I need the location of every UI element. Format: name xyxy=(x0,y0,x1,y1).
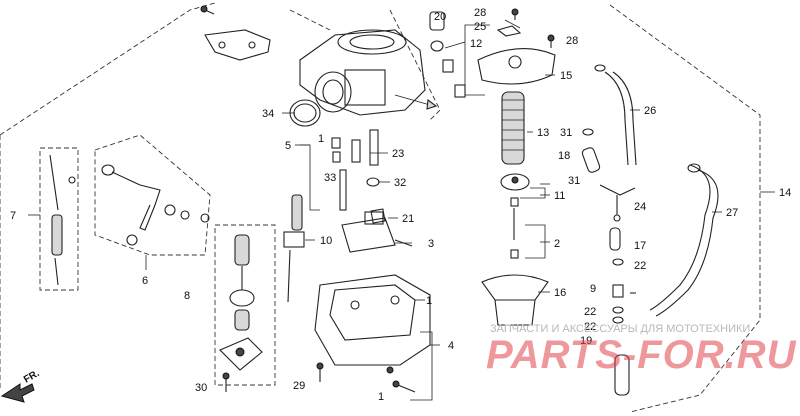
front-direction-label: FR. xyxy=(22,368,42,386)
bracket-screw xyxy=(200,5,215,15)
tube-segment xyxy=(609,227,621,251)
jet-stack xyxy=(331,129,380,211)
drain-fitting xyxy=(612,284,636,298)
callout-2: 2 xyxy=(554,238,560,250)
callout-1a: 1 xyxy=(318,133,324,145)
callout-5: 5 xyxy=(285,140,291,152)
callout-numbers: 1 1 1 2 3 4 5 6 7 8 9 10 11 12 13 14 15 … xyxy=(10,7,791,403)
callout-21: 21 xyxy=(402,213,414,225)
carburetor-body xyxy=(289,9,441,121)
callout-7: 7 xyxy=(10,210,16,222)
leader-lines xyxy=(28,19,775,346)
callout-25: 25 xyxy=(474,21,486,33)
front-direction-arrow: FR. xyxy=(0,368,42,403)
callout-3: 3 xyxy=(428,238,434,250)
callout-31b: 31 xyxy=(568,175,580,187)
callout-18: 18 xyxy=(558,150,570,162)
callout-14: 14 xyxy=(779,187,791,199)
callout-22b: 22 xyxy=(584,306,596,318)
chamber-cover xyxy=(477,48,556,85)
diaphragm-piston xyxy=(481,274,549,326)
callout-29: 29 xyxy=(293,380,305,392)
cover-screw xyxy=(511,8,519,20)
watermark-caption: ЗАПЧАСТИ И АКСЕССУАРЫ ДЛЯ МОТОТЕХНИКИ xyxy=(490,323,750,335)
callout-6: 6 xyxy=(142,275,148,287)
jet-needle xyxy=(510,197,519,259)
choke-cable-spring xyxy=(39,147,79,291)
callout-16: 16 xyxy=(554,287,566,299)
vent-tube-upper xyxy=(604,71,629,166)
cover-clip xyxy=(496,25,522,37)
callout-10: 10 xyxy=(320,235,332,247)
callout-12: 12 xyxy=(470,38,482,50)
callout-4: 4 xyxy=(448,340,454,352)
pump-cover-screw xyxy=(222,372,230,392)
float-chamber-screw xyxy=(316,362,324,382)
tube-t-joint xyxy=(599,184,636,222)
callout-23: 23 xyxy=(392,148,404,160)
float-chamber xyxy=(314,274,431,374)
callout-24: 24 xyxy=(634,201,646,213)
jet-needle-holder xyxy=(500,173,530,191)
pilot-screw xyxy=(429,11,466,98)
vent-tube-long xyxy=(649,164,711,311)
callout-31a: 31 xyxy=(560,127,572,139)
callout-8: 8 xyxy=(184,290,190,302)
callout-20: 20 xyxy=(434,11,446,23)
short-tube xyxy=(581,147,601,173)
accelerator-pump-assy xyxy=(214,224,276,386)
callout-1b: 1 xyxy=(426,295,432,307)
compression-spring xyxy=(501,91,525,165)
callout-30: 30 xyxy=(195,382,207,394)
float xyxy=(341,211,396,253)
callout-28a: 28 xyxy=(474,7,486,19)
callout-22a: 22 xyxy=(634,260,646,272)
assembly-boundary-right xyxy=(609,4,761,413)
callout-15: 15 xyxy=(560,70,572,82)
setting-screw xyxy=(547,34,555,48)
watermark: ЗАПЧАСТИ И АКСЕССУАРЫ ДЛЯ МОТОТЕХНИКИ PA… xyxy=(486,323,797,377)
callout-34: 34 xyxy=(262,108,274,120)
drain-tube xyxy=(614,354,630,396)
callout-1c: 1 xyxy=(378,391,384,403)
callout-19: 19 xyxy=(580,335,592,347)
callout-22c: 22 xyxy=(584,321,596,333)
callout-27: 27 xyxy=(726,207,738,219)
watermark-logo: PARTS-FOR.RU xyxy=(486,333,797,377)
callout-28b: 28 xyxy=(566,35,578,47)
callout-33: 33 xyxy=(324,172,336,184)
callout-17: 17 xyxy=(634,240,646,252)
drain-screw xyxy=(392,380,416,393)
callout-13: 13 xyxy=(537,127,549,139)
throttle-cable-bracket xyxy=(204,29,271,61)
choke-plunger-assy xyxy=(94,134,211,256)
pilot-jet-spring xyxy=(283,194,305,303)
callout-9: 9 xyxy=(590,283,596,295)
float-valve xyxy=(370,208,386,224)
group-brackets xyxy=(300,24,546,401)
callout-26: 26 xyxy=(644,105,656,117)
assembly-boundary xyxy=(0,2,216,136)
callout-32: 32 xyxy=(394,177,406,189)
callout-11: 11 xyxy=(554,190,565,202)
